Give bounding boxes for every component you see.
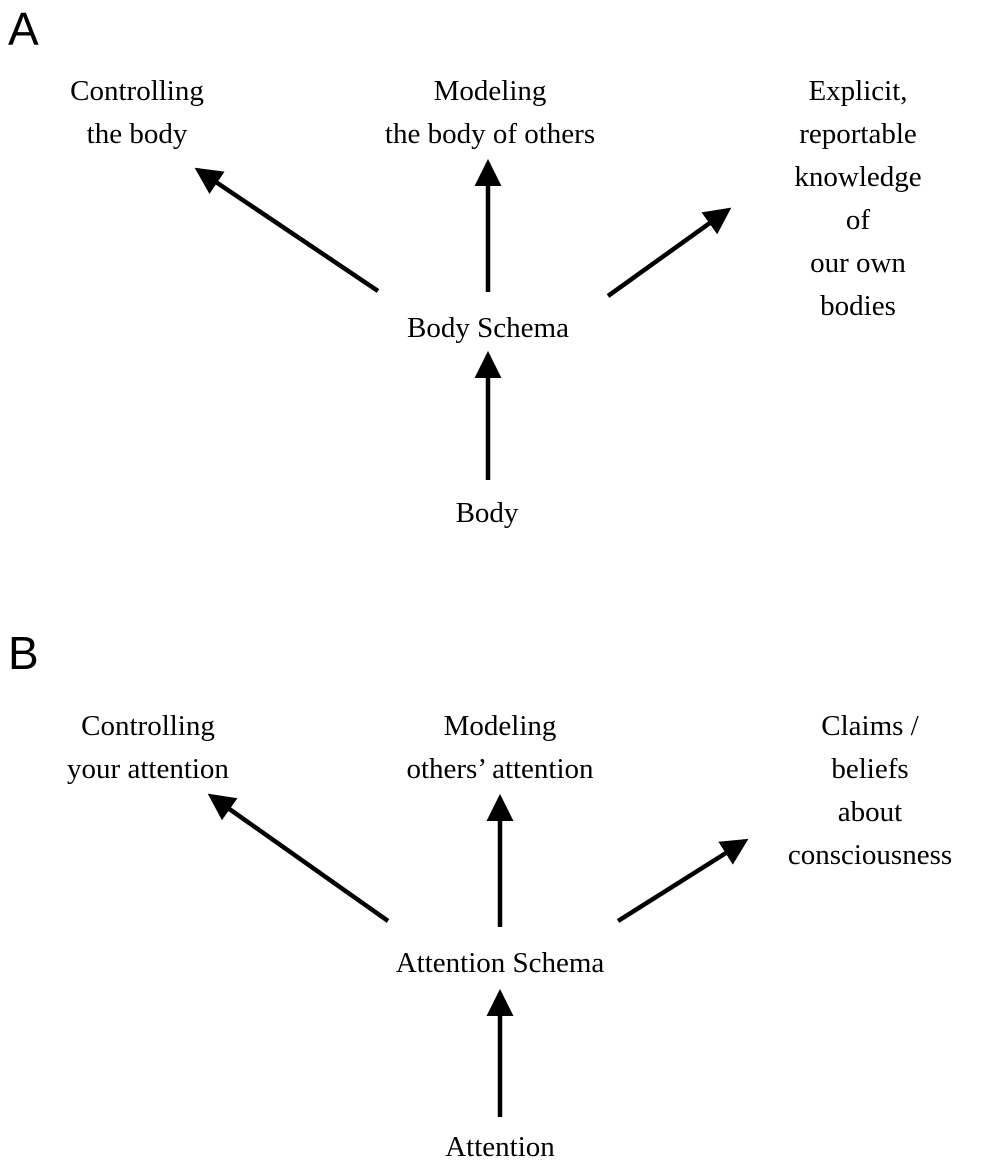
panel-a-node-explicit-reportable-knowledge: Explicit, reportable knowledge of our ow… — [794, 75, 922, 322]
panel-b-node-attention-schema: Attention Schema — [395, 947, 605, 979]
panel-b-node-claims-beliefs-consciousness: Claims / beliefs about consciousness — [787, 710, 953, 871]
panel-a-node-controlling-the-body: Controlling the body — [70, 75, 204, 150]
arrow-b-schema-to-controlling — [207, 793, 390, 923]
panel-b-label: B — [8, 627, 39, 679]
panel-a-label: A — [8, 3, 39, 55]
panel-a-node-body: Body — [455, 497, 519, 529]
panel-b-node-attention: Attention — [445, 1131, 555, 1162]
panel-b-node-controlling-your-attention: Controlling your attention — [67, 710, 229, 785]
panel-a-node-body-schema: Body Schema — [407, 312, 569, 344]
arrow-b-schema-to-claims — [616, 838, 749, 923]
arrow-a-schema-to-controlling — [194, 167, 380, 293]
panel-b-node-modeling-others-attention: Modeling others’ attention — [406, 710, 594, 785]
panel-a-node-modeling-the-body-of-others: Modeling the body of others — [384, 75, 596, 150]
arrow-a-schema-to-knowledge — [606, 207, 732, 298]
